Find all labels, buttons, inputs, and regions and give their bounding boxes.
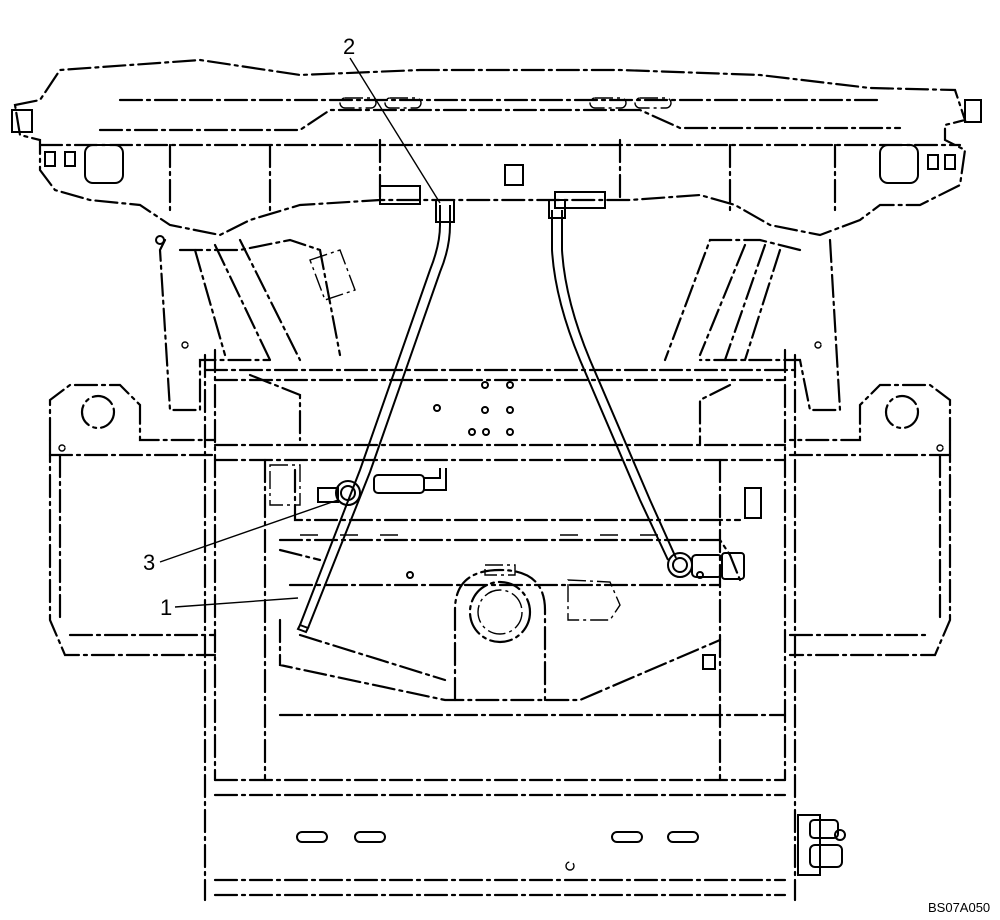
- callout-3: 3: [143, 499, 339, 575]
- hose-2: [548, 199, 745, 580]
- callout-2: 2: [343, 34, 441, 204]
- left-linkage: [158, 238, 356, 442]
- callout-1-label: 1: [160, 595, 172, 620]
- callout-2-label: 2: [343, 34, 355, 59]
- figure-code: BS07A050: [928, 900, 990, 915]
- right-latch: [797, 814, 846, 876]
- base-frame: [48, 383, 952, 657]
- right-linkage: [663, 238, 842, 447]
- callout-1: 1: [160, 595, 299, 620]
- fitting-3: [317, 468, 447, 506]
- seat-frame: [203, 348, 797, 902]
- upper-frame: [11, 58, 982, 245]
- hose-1: [296, 199, 455, 634]
- callout-3-label: 3: [143, 550, 155, 575]
